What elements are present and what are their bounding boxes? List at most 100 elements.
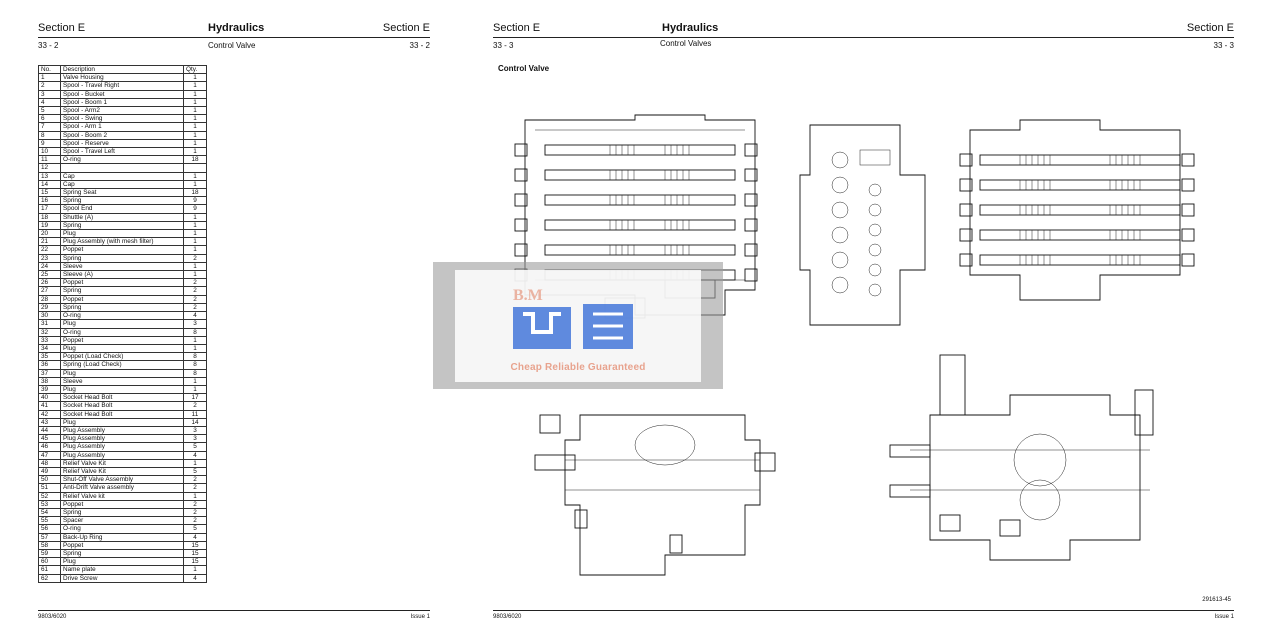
part-description: Relief Valve kit <box>60 491 184 501</box>
watermark-card <box>455 270 701 382</box>
part-number: 2 <box>38 81 61 91</box>
footer-rule <box>493 610 1234 611</box>
part-description: Plug <box>60 368 184 378</box>
part-number: 39 <box>38 384 61 395</box>
part-quantity: 4 <box>183 532 207 542</box>
left-page: Section E Hydraulics Section E 33 - 2 Co… <box>0 0 445 641</box>
part-description: Socket Head Bolt <box>60 409 184 419</box>
part-number: 7 <box>38 122 61 132</box>
part-number: 33 <box>38 335 61 345</box>
part-description: Plug <box>60 557 184 567</box>
part-description: Spring <box>60 507 184 518</box>
part-number: 29 <box>38 302 61 313</box>
part-description: Spool - Reserve <box>60 138 184 149</box>
section-view-left <box>534 414 776 576</box>
part-number: 36 <box>38 360 61 370</box>
part-quantity: 11 <box>183 409 207 419</box>
part-number: 30 <box>38 311 61 321</box>
part-number: 35 <box>38 352 61 362</box>
part-number: 15 <box>38 188 61 198</box>
part-quantity: 1 <box>183 270 207 280</box>
part-quantity: 1 <box>183 81 207 91</box>
part-description: Plug <box>60 229 184 239</box>
part-number: 42 <box>38 409 61 419</box>
footer-rule <box>38 610 430 611</box>
part-description: Cap <box>60 171 184 181</box>
part-quantity: 3 <box>183 425 207 436</box>
part-quantity: 2 <box>183 483 207 493</box>
part-quantity: 5 <box>183 524 207 534</box>
part-quantity: 4 <box>183 450 207 460</box>
issue-label: Issue 1 <box>1214 614 1234 620</box>
part-description: Cap <box>60 179 184 190</box>
part-description: Spool End <box>60 204 184 214</box>
section-title: Hydraulics <box>662 22 719 34</box>
figure-reference: 291613-45 <box>1202 597 1231 603</box>
part-description: Plug Assembly (with mesh filter) <box>60 237 184 247</box>
part-quantity: 1 <box>183 114 207 124</box>
right-page: Section E Hydraulics Section E 33 - 3 Co… <box>455 0 1261 641</box>
part-number: 31 <box>38 319 61 329</box>
part-quantity: 15 <box>183 557 207 567</box>
part-number: 59 <box>38 548 61 559</box>
part-description: Poppet (Load Check) <box>60 352 184 362</box>
part-number: 20 <box>38 229 61 239</box>
part-quantity: 1 <box>183 335 207 345</box>
part-quantity: 2 <box>183 516 207 526</box>
part-description: Poppet <box>60 540 184 550</box>
page-subtitle: Control Valves <box>660 39 712 48</box>
header-rule <box>493 37 1234 38</box>
part-quantity: 1 <box>183 138 207 149</box>
part-number: 32 <box>38 327 61 337</box>
part-description: Plug <box>60 343 184 354</box>
part-number: 44 <box>38 425 61 436</box>
part-number: 43 <box>38 417 61 427</box>
part-description: Poppet <box>60 499 184 509</box>
doc-number: 9803/6020 <box>38 614 67 620</box>
part-number: 57 <box>38 532 61 542</box>
part-quantity: 1 <box>183 122 207 132</box>
part-description: Relief Valve Kit <box>60 458 184 468</box>
part-description: Shut-Off Valve Assembly <box>60 475 184 485</box>
part-description: Poppet <box>60 278 184 288</box>
part-description: Plug <box>60 417 184 427</box>
part-number: 8 <box>38 130 61 140</box>
part-quantity: 18 <box>183 155 207 165</box>
part-number: 48 <box>38 458 61 468</box>
part-quantity: 8 <box>183 360 207 370</box>
part-number: 41 <box>38 401 61 411</box>
part-number: 4 <box>38 97 61 108</box>
watermark-tagline: Cheap Reliable Guaranteed <box>510 362 646 373</box>
part-quantity: 1 <box>183 565 207 575</box>
part-number: 24 <box>38 261 61 272</box>
part-number: 22 <box>38 245 61 255</box>
part-description: O-ring <box>60 155 184 165</box>
part-description: Spool - Arm 1 <box>60 122 184 132</box>
part-number: 28 <box>38 294 61 304</box>
part-description: Plug Assembly <box>60 434 184 444</box>
part-quantity: 1 <box>183 384 207 395</box>
part-description: Sleeve (A) <box>60 270 184 280</box>
part-quantity: 1 <box>183 229 207 239</box>
